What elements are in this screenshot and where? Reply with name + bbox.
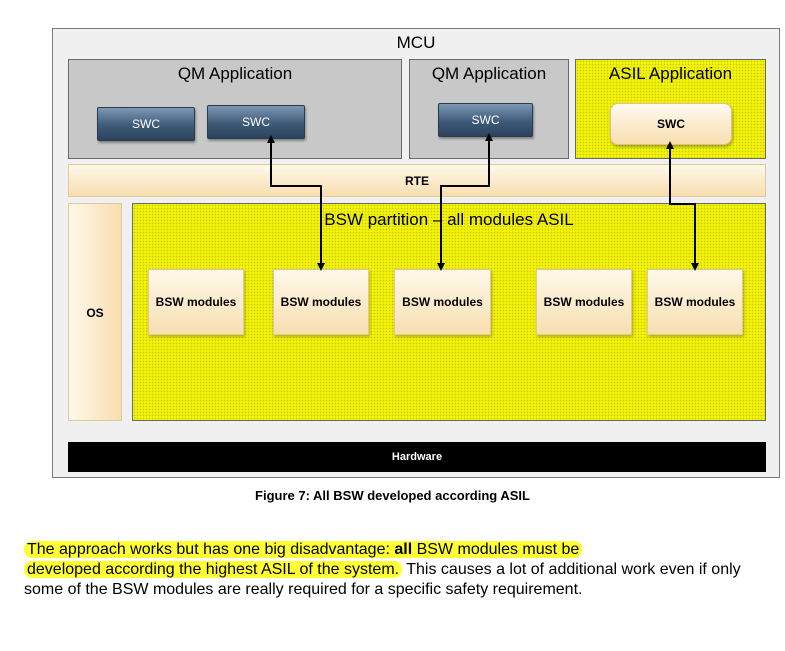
figure-caption: Figure 7: All BSW developed according AS…: [255, 488, 530, 503]
swc-block: SWC: [438, 103, 533, 137]
swc-block: SWC: [97, 107, 195, 141]
paragraph-text: The approach works but has one big disad…: [27, 541, 395, 558]
swc-block: SWC: [610, 103, 732, 145]
mcu-label: MCU: [396, 33, 436, 52]
swc-block: SWC: [207, 105, 305, 139]
bsw-module: BSW modules: [273, 269, 369, 335]
hardware-bar: Hardware: [68, 442, 766, 472]
os-block: OS: [68, 203, 122, 421]
bsw-partition-title: BSW partition – all modules ASIL: [324, 210, 574, 229]
rte-bar: RTE: [68, 164, 766, 197]
bsw-module: BSW modules: [148, 269, 244, 335]
highlighted-text: developed according the highest ASIL of …: [24, 561, 403, 578]
paragraph-text: This causes a lot of additional work eve…: [24, 561, 741, 598]
qm-application-2-title: QM Application: [431, 64, 547, 83]
bsw-module: BSW modules: [647, 269, 743, 335]
asil-application-title: ASIL Application: [608, 64, 733, 83]
highlighted-text: The approach works but has one big disad…: [24, 541, 583, 558]
paragraph-text: BSW modules must be: [412, 541, 580, 558]
qm-application-1-title: QM Application: [177, 64, 293, 83]
bsw-module: BSW modules: [536, 269, 632, 335]
body-paragraph: The approach works but has one big disad…: [24, 540, 774, 600]
emphasis-text: all: [394, 541, 413, 558]
bsw-module: BSW modules: [394, 269, 491, 335]
